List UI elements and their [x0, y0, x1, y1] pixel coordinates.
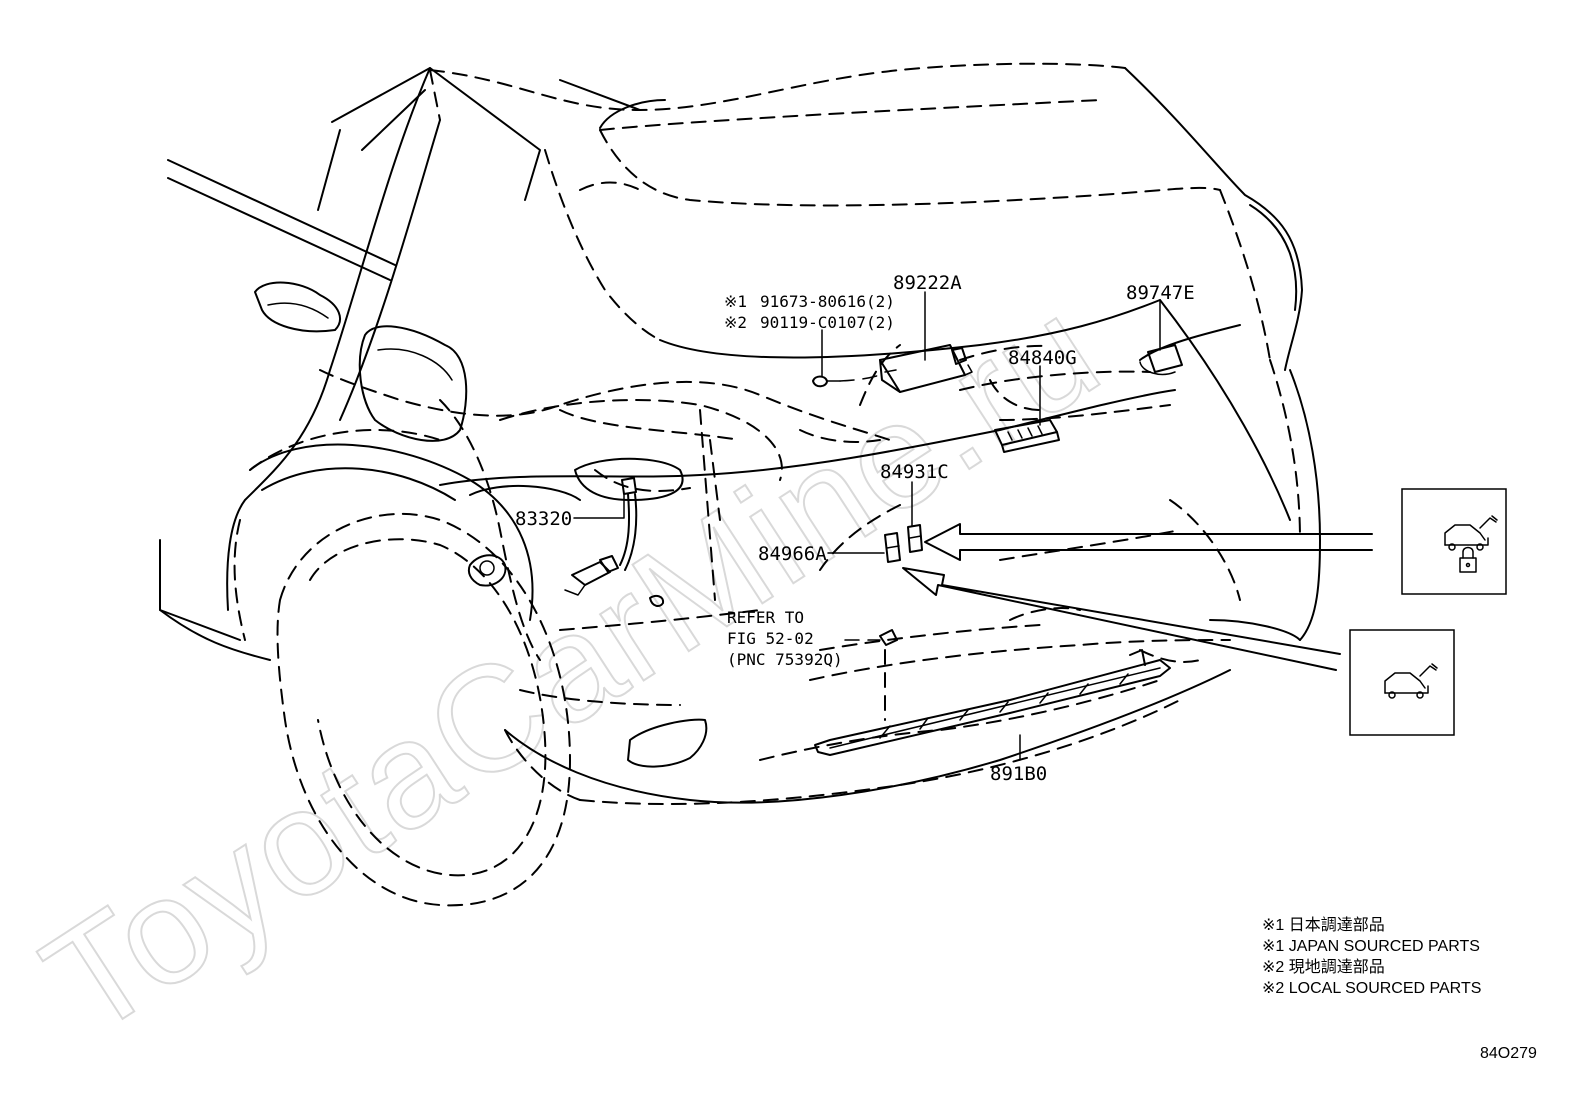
- refer-line-2[interactable]: FIG 52-02: [727, 629, 814, 648]
- note-2: ※1 JAPAN SOURCED PARTS: [1262, 938, 1480, 955]
- watermark: ToyotaCarMine.ru: [16, 264, 1127, 1067]
- callout-84931C[interactable]: 84931C: [880, 461, 949, 483]
- part-bolt[interactable]: [812, 374, 881, 388]
- callout-891B0[interactable]: 891B0: [990, 763, 1047, 785]
- backdoor-open-icon[interactable]: [1349, 629, 1455, 736]
- part-891B0-rail[interactable]: [814, 649, 1171, 756]
- arrow-upper: [924, 523, 1373, 561]
- fastener-mark-1: ※1: [724, 292, 747, 311]
- part-84840G-switch[interactable]: [994, 419, 1060, 453]
- part-84931C-switch[interactable]: [907, 524, 923, 553]
- callout-84966A[interactable]: 84966A: [758, 543, 827, 565]
- backdoor-lock-icon[interactable]: [1401, 488, 1507, 595]
- note-1: ※1 日本調達部品: [1262, 916, 1385, 934]
- part-89747E-sensor[interactable]: [1139, 344, 1183, 376]
- callout-89222A[interactable]: 89222A: [893, 272, 962, 294]
- part-84966A-switch[interactable]: [884, 532, 901, 563]
- callout-83320[interactable]: 83320: [515, 508, 572, 530]
- callout-84840G[interactable]: 84840G: [1008, 347, 1077, 369]
- fastener-mark-2: ※2: [724, 313, 747, 332]
- note-3: ※2 現地調達部品: [1262, 958, 1385, 976]
- note-4: ※2 LOCAL SOURCED PARTS: [1262, 980, 1481, 997]
- part-89222A-module[interactable]: [879, 344, 973, 393]
- fastener-part-2[interactable]: 90119-C0107(2): [760, 313, 895, 332]
- vehicle-hidden-lines: [233, 62, 1301, 806]
- part-clip[interactable]: [844, 629, 898, 646]
- arrow-lower: [902, 567, 1341, 671]
- fastener-part-1[interactable]: 91673-80616(2): [760, 292, 895, 311]
- leader-lines: [573, 291, 1161, 761]
- refer-line-3: (PNC 75392Q): [727, 650, 843, 669]
- figure-code: 84O279: [1480, 1045, 1537, 1062]
- vehicle-outline: [159, 67, 1321, 907]
- refer-line-1: REFER TO: [727, 608, 804, 627]
- callout-89747E[interactable]: 89747E: [1126, 282, 1195, 304]
- part-83320-sensor[interactable]: [564, 477, 638, 596]
